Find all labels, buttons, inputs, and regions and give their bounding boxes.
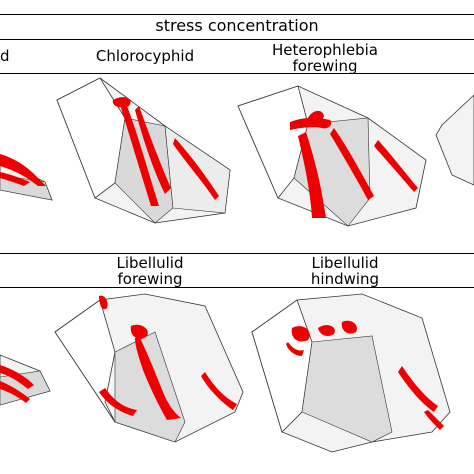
stress-region — [0, 172, 30, 186]
stress-region — [99, 388, 137, 416]
stress-region — [0, 154, 46, 186]
stress-region — [201, 372, 237, 410]
stress-region — [173, 138, 219, 200]
panel-heterophlebia-forewing — [237, 85, 427, 227]
stress-region — [290, 117, 332, 130]
panel-partial-left-top — [0, 154, 53, 201]
stress-region — [0, 365, 34, 389]
panel-libellulid-hindwing — [251, 293, 451, 453]
top-rule — [0, 14, 474, 15]
fold-shade — [301, 335, 393, 443]
bottom-row-rule — [0, 287, 474, 288]
figure-header: stress concentration — [155, 16, 319, 35]
panel-chlorocyphid — [56, 77, 231, 224]
label-partial-left-top: d — [0, 47, 10, 65]
stress-region — [374, 140, 418, 192]
stress-region — [291, 326, 310, 342]
stress-region — [121, 106, 159, 206]
label-libellulid-forewing: Libellulid forewing — [116, 254, 184, 288]
stress-region — [298, 132, 326, 218]
header-rule — [0, 39, 474, 40]
stress-region — [135, 336, 181, 420]
stress-region — [424, 410, 444, 430]
middle-rule — [0, 253, 474, 254]
stress-region — [99, 295, 108, 310]
top-row-rule — [0, 73, 474, 74]
fold-shade — [0, 370, 51, 406]
stress-region — [0, 381, 30, 403]
stress-region — [398, 366, 438, 412]
stress-region — [286, 342, 304, 356]
stress-region — [130, 324, 148, 339]
stress-region — [318, 325, 335, 336]
fold-shade — [293, 117, 371, 227]
label-libellulid-hindwing: Libellulid hindwing — [310, 254, 380, 288]
stress-region — [135, 106, 171, 194]
label-chlorocyphid: Chlorocyphid — [95, 47, 195, 65]
panel-partial-left-bottom — [0, 354, 51, 406]
stress-region — [341, 320, 357, 334]
fold-surface — [435, 94, 474, 186]
label-heterophlebia-forewing: Heterophlebia forewing — [272, 41, 378, 75]
panel-libellulid-forewing — [54, 293, 244, 443]
stress-region — [112, 97, 131, 108]
panel-partial-right-top — [435, 94, 474, 186]
stress-region — [330, 128, 374, 200]
stress-region — [308, 110, 324, 123]
